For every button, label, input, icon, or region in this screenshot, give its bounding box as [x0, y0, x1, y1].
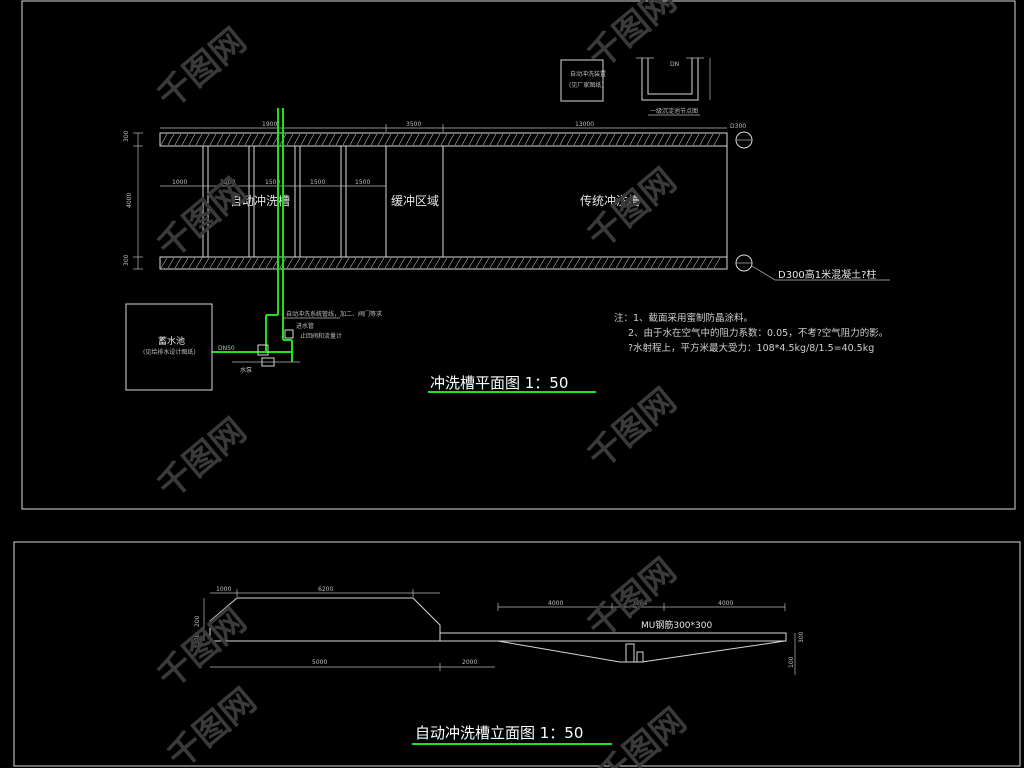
pipe-note-1: 自动冲洗系统管线，加二、阀门等求 — [286, 310, 382, 318]
bottom-wall — [159, 256, 728, 270]
watermark-0: 千图网 — [150, 21, 254, 117]
plan-view: 300 4000 300 1900 3500 13000 1000 1500 1… — [123, 57, 890, 393]
watermark-7: 千图网 — [580, 551, 684, 647]
detail-box-title: 自动冲洗装置 — [570, 70, 606, 78]
elev-dim-left-top: 6200 — [318, 586, 333, 593]
green-pipe-system: DN50 — [212, 108, 300, 367]
dim-row3: 1500 — [265, 179, 280, 186]
elev-rebar: MU钢筋300*300 — [641, 619, 712, 631]
section-detail: DN 一级沉淀池节点图 — [636, 57, 711, 116]
dim-row4: 1500 — [310, 179, 325, 186]
note-3: ?水射程上，平方米最大受力：108*4.5kg/8/1.5=40.5kg — [628, 342, 874, 354]
watermark-1: 千图网 — [580, 0, 684, 77]
watermark-3: 千图网 — [580, 161, 684, 257]
dim-row2: 1500 — [220, 179, 235, 186]
bottom-wall-hatch — [160, 257, 721, 269]
watermark-layer: 千图网千图网千图网千图网千图网千图网千图网千图网千图网千图网 — [150, 0, 694, 768]
elev-dim-mid-bottom: 2000 — [462, 659, 477, 666]
dim-side-total: 4000 — [126, 193, 133, 208]
label-traditional: 传统冲洗槽 — [580, 193, 640, 208]
watermark-4: 千图网 — [150, 411, 254, 507]
elev-dim-height-a: 200 — [194, 615, 201, 627]
dim-side-bottom: 300 — [123, 254, 130, 266]
svg-text:D300: D300 — [730, 123, 746, 130]
dim-top-left: 1900 — [262, 121, 277, 128]
note-2: 2、由于水在空气中的阻力系数：0.05，不考?空气阻力的影。 — [628, 327, 888, 339]
water-tank — [125, 303, 213, 391]
elev-dim-right-a: 4000 — [548, 600, 563, 607]
pipe-notes: 自动冲洗系统管线，加二、阀门等求 进水管 止回阀和流量计 水泵 — [240, 310, 382, 374]
water-tank-sub: (见给排水设计图纸) — [143, 348, 196, 356]
elev-dim-right-b: 2000 — [632, 600, 647, 607]
dim-row5: 1500 — [355, 179, 370, 186]
elev-dim-height-r2: 100 — [788, 656, 795, 668]
dim-side-top: 300 — [123, 130, 130, 142]
partitions — [202, 145, 444, 258]
label-buffer: 缓冲区域 — [391, 193, 439, 208]
watermark-5: 千图网 — [580, 381, 684, 477]
detail-box — [560, 59, 604, 102]
watermark-9: 千图网 — [590, 701, 694, 768]
detail-box-sub: (见厂家图纸) — [569, 81, 604, 89]
top-wall-hatch — [160, 133, 721, 146]
elev-dim-left-bottom: 5000 — [312, 659, 327, 666]
elev-dim-height-r: 300 — [798, 631, 805, 643]
plan-frame — [21, 0, 1016, 510]
label-auto-wash: 自动冲洗槽 — [230, 193, 290, 208]
column-callout: D300高1米混凝土?柱 — [778, 268, 876, 281]
top-wall — [159, 132, 728, 147]
elevation-frame — [13, 541, 1021, 767]
dim-top-right: 13000 — [575, 121, 594, 128]
elevation-platform — [439, 632, 787, 642]
svg-text:DN: DN — [670, 61, 679, 68]
dim-row1: 1000 — [172, 179, 187, 186]
svg-text:DN50: DN50 — [218, 345, 235, 352]
elevation-title: 自动冲洗槽立面图 1：50 — [415, 724, 583, 742]
pipe-note-2: 进水管 — [296, 322, 314, 330]
pipe-note-3: 止回阀和流量计 — [300, 332, 342, 340]
dim-top-mid: 3500 — [406, 121, 421, 128]
elev-dim-right-c: 4000 — [718, 600, 733, 607]
elev-dim-left-small: 1000 — [216, 586, 231, 593]
note-1: 注：1、截面采用蜜制防晶涂料。 — [614, 312, 753, 324]
plan-title: 冲洗槽平面图 1：50 — [430, 374, 568, 392]
watermark-2: 千图网 — [150, 171, 254, 267]
section-detail-label: 一级沉淀池节点图 — [650, 107, 698, 115]
water-tank-label: 蓄水池 — [158, 335, 185, 347]
elev-dim-height-b: 300 — [194, 633, 201, 645]
pipe-note-4: 水泵 — [240, 366, 252, 374]
elevation-view: 1000 6200 5000 2000 200 300 4000 2000 40… — [194, 586, 805, 745]
